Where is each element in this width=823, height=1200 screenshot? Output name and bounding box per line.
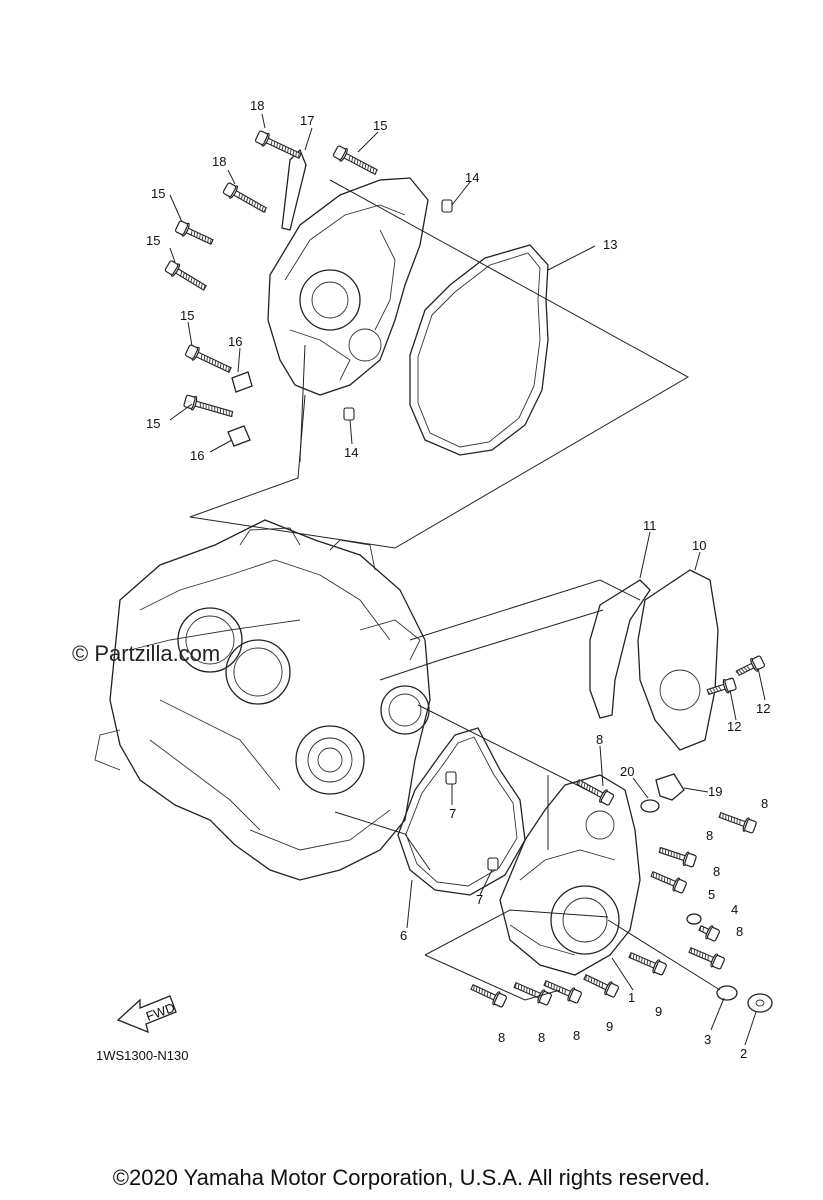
leader-lines	[169, 113, 766, 1046]
right-crankcase-cover	[499, 774, 641, 976]
bolt-9-left	[583, 974, 620, 998]
gasket-6	[397, 727, 526, 896]
fwd-label: FWD	[144, 1000, 177, 1024]
callout-8-far-right: 8	[761, 796, 768, 811]
bolt-12-left	[706, 677, 737, 696]
dowel-7-lower	[487, 857, 499, 871]
callout-14-top: 14	[465, 170, 479, 185]
left-crankcase-cover	[267, 148, 429, 396]
watermark: © Partzilla.com	[72, 641, 221, 666]
o-ring-3	[716, 985, 738, 1001]
plug-2	[747, 993, 773, 1013]
dowel-14-bottom	[343, 407, 355, 421]
clip-16-lower	[227, 425, 251, 447]
bolt-4	[698, 925, 721, 942]
bolt-8-bottom-3	[543, 979, 582, 1004]
callout-1: 1	[628, 990, 635, 1005]
bolt-12-right	[735, 655, 766, 676]
bolts	[164, 130, 766, 1008]
bolt-8-bottom-1	[470, 984, 508, 1008]
callout-8-third: 8	[713, 864, 720, 879]
callout-2: 2	[740, 1046, 747, 1061]
callout-13: 13	[603, 237, 617, 252]
callout-19: 19	[708, 784, 722, 799]
fwd-arrow-icon: FWD	[116, 995, 177, 1034]
bolt-15-top	[332, 145, 378, 175]
copyright-notice: ©2020 Yamaha Motor Corporation, U.S.A. A…	[112, 1165, 711, 1190]
bolt-15-second	[174, 220, 214, 245]
callout-15-top: 15	[373, 118, 387, 133]
bolt-9-right	[628, 951, 667, 976]
callout-8-second: 8	[706, 828, 713, 843]
callout-15-fifth: 15	[146, 416, 160, 431]
callout-15-third: 15	[146, 233, 160, 248]
bolt-15-fourth	[184, 344, 232, 373]
callout-12-left: 12	[727, 719, 741, 734]
callout-8-bottom-1: 8	[498, 1030, 505, 1045]
callout-7-lower: 7	[476, 892, 483, 907]
callout-9-left: 9	[606, 1019, 613, 1034]
callout-14-bottom: 14	[344, 445, 358, 460]
bolt-18-top	[254, 130, 302, 159]
clip-16-upper	[231, 371, 253, 393]
diagram-code: 1WS1300-N130	[96, 1048, 189, 1063]
callout-9-right: 9	[655, 1004, 662, 1019]
bolt-8-third	[650, 870, 687, 894]
gasket-13	[409, 244, 549, 456]
dowels	[343, 199, 499, 871]
washer-5	[686, 913, 702, 925]
bolt-18-second	[222, 182, 267, 213]
callout-18-second: 18	[212, 154, 226, 169]
callout-15-second: 15	[151, 186, 165, 201]
callout-7-upper: 7	[449, 806, 456, 821]
callout-8-bottom-3: 8	[573, 1028, 580, 1043]
callout-18-top: 18	[250, 98, 264, 113]
bolt-8-far-right	[718, 811, 757, 834]
callout-20: 20	[620, 764, 634, 779]
callout-11: 11	[643, 518, 657, 533]
bolt-15-third	[164, 260, 208, 291]
callout-16-upper: 16	[228, 334, 242, 349]
callout-4: 4	[731, 902, 738, 917]
callout-8-fourth: 8	[736, 924, 743, 939]
callout-6: 6	[400, 928, 407, 943]
callout-8-bottom-2: 8	[538, 1030, 545, 1045]
callout-3: 3	[704, 1032, 711, 1047]
callout-12-right: 12	[756, 701, 770, 716]
bolt-8-fourth	[688, 946, 725, 970]
dowel-7-upper	[445, 771, 457, 785]
chain-guard-11	[589, 579, 651, 719]
callout-8-top: 8	[596, 732, 603, 747]
oil-filler-cap-19	[655, 773, 685, 801]
bolt-8-bottom-2	[513, 981, 552, 1006]
bolt-8-second	[658, 846, 697, 868]
bolt-15-fifth	[183, 394, 234, 418]
callout-labels: 18 17 15 18 14 15 13 15 15 16 15 16 14 1…	[146, 98, 770, 1061]
callout-16-lower: 16	[190, 448, 204, 463]
callout-5: 5	[708, 887, 715, 902]
sprocket-cover-10	[637, 569, 719, 751]
dowel-14-top	[441, 199, 453, 213]
callout-10: 10	[692, 538, 706, 553]
o-ring-20	[640, 799, 660, 813]
callout-17: 17	[300, 113, 314, 128]
callout-15-fourth: 15	[180, 308, 194, 323]
